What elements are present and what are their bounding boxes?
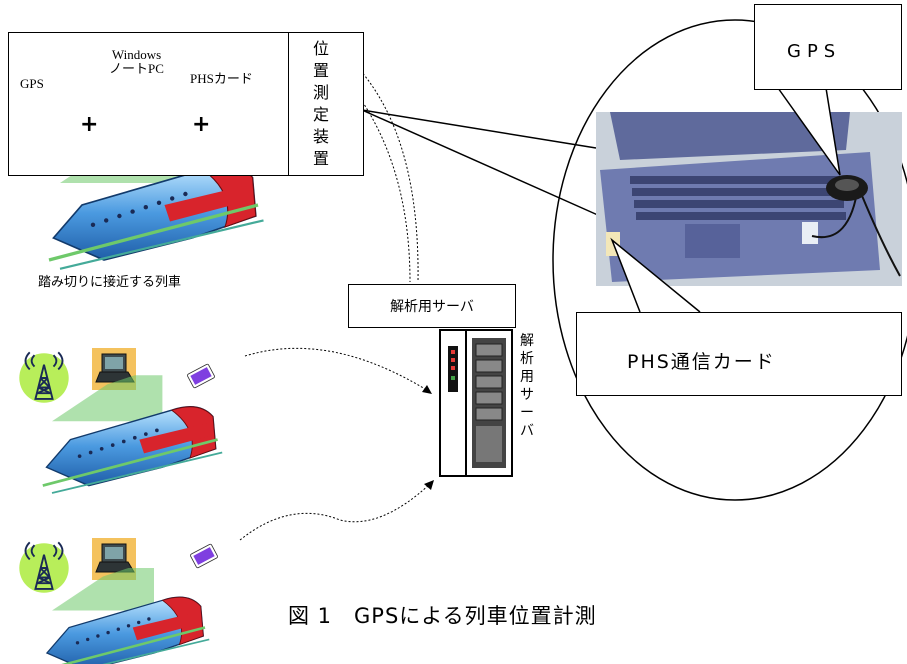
vertical-char: 解 <box>520 333 534 349</box>
vertical-char: 析 <box>520 351 534 367</box>
analysis-server-label-box: 解析用サーバ <box>348 284 516 328</box>
vertical-char: 置 <box>312 149 329 168</box>
plus-sign: + <box>192 112 211 137</box>
vertical-char: 測 <box>312 83 329 102</box>
analysis-server-vertical-label: 解 析 用 サ ー バ <box>518 332 536 440</box>
gps-callout-pointer <box>777 87 841 176</box>
phs-card-callout: PHS通信カード <box>576 312 902 396</box>
position-measuring-device-label: 位 置 測 定 装 置 <box>289 38 353 170</box>
vertical-char: ー <box>520 405 534 421</box>
plus-sign: + <box>80 112 99 137</box>
vertical-char: 装 <box>312 127 329 146</box>
vertical-char: サ <box>520 387 534 403</box>
laptop-photo <box>596 112 902 286</box>
phs-callout-pointer <box>610 237 701 313</box>
measurement-device-box <box>8 32 364 176</box>
gps-label: GPS <box>20 76 44 91</box>
crossing-train-caption: 踏み切りに接近する列車 <box>38 275 182 290</box>
vertical-char: 置 <box>312 61 329 80</box>
server-rack-icon <box>439 329 513 477</box>
antenna-tower-icon <box>18 541 70 594</box>
communication-lines <box>239 67 431 541</box>
figure-caption: 図 1 GPSによる列車位置計測 <box>288 604 597 628</box>
vertical-char: 用 <box>520 369 534 385</box>
vertical-char: 位 <box>312 39 329 58</box>
train-icon <box>41 373 224 495</box>
vertical-char: バ <box>520 423 534 439</box>
gps-callout: GPS <box>754 4 902 90</box>
train-icon <box>42 566 211 664</box>
antenna-tower-icon <box>18 351 70 404</box>
windows-label-line2: ノートPC <box>109 61 164 76</box>
arrowheads <box>422 385 434 490</box>
phs-card-icon <box>186 363 216 389</box>
windows-label-line1: Windows <box>111 47 162 62</box>
box-divider <box>288 33 289 175</box>
windows-notebook-label: Windows ノートPC <box>94 48 179 76</box>
phs-card-callout-text: PHS通信カード <box>627 351 776 373</box>
gps-callout-text: GPS <box>787 41 842 62</box>
phs-card-icon <box>189 543 219 569</box>
phs-card-label: PHSカード <box>190 71 253 86</box>
vertical-char: 定 <box>312 105 329 124</box>
